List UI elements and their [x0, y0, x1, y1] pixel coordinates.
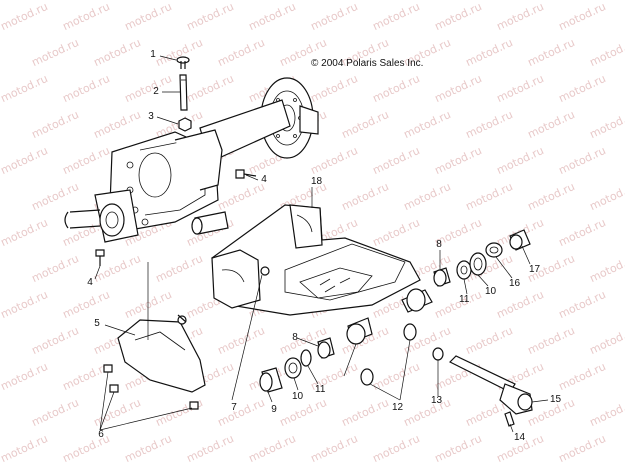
- callout-4-upper: 4: [261, 174, 267, 185]
- part-14-pin: [504, 411, 515, 427]
- callout-2: 2: [153, 86, 159, 97]
- callout-9: 9: [271, 404, 277, 415]
- leader-lines: [94, 55, 549, 433]
- callout-14: 14: [514, 432, 526, 443]
- callout-7: 7: [231, 402, 237, 413]
- callout-18: 18: [311, 176, 323, 187]
- part-6-screws: [103, 314, 199, 410]
- callout-8-lower: 8: [292, 332, 298, 343]
- callout-13: 13: [431, 395, 443, 406]
- part-10-bearing-upper: [469, 252, 487, 276]
- part-5-bracket: [117, 315, 206, 393]
- callout-10-lower: 10: [292, 391, 304, 402]
- callout-4-lower: 4: [87, 277, 93, 288]
- part-10-bearing-lower: [284, 357, 302, 379]
- callout-16: 16: [509, 278, 521, 289]
- callout-15: 15: [550, 394, 562, 405]
- callout-17: 17: [529, 264, 541, 275]
- part-11-washer-lower: [300, 349, 312, 367]
- part-15-driveshaft: [448, 355, 533, 415]
- part-4-bolt-lower: [95, 249, 105, 266]
- part-11-washer-upper: [456, 260, 472, 280]
- callout-1: 1: [150, 49, 156, 60]
- part-2-pin: [179, 74, 188, 111]
- part-9-pivot: [259, 367, 283, 393]
- callout-11-lower: 11: [315, 384, 326, 395]
- swingarm-frame: [211, 204, 433, 345]
- callout-3: 3: [148, 111, 154, 122]
- copyright-notice: © 2004 Polaris Sales Inc.: [311, 58, 424, 69]
- part-17-cap: [509, 229, 531, 251]
- callout-6: 6: [98, 429, 104, 440]
- callout-10-upper: 10: [485, 286, 497, 297]
- part-16-seal: [485, 242, 503, 258]
- part-12-orings: [360, 323, 417, 386]
- differential-housing: [64, 99, 291, 243]
- callout-12: 12: [392, 402, 404, 413]
- part-1-bolt: [176, 56, 190, 69]
- part-4-bolt-upper: [235, 169, 257, 179]
- part-8-bushing-upper: [433, 267, 451, 287]
- part-3-nut: [178, 117, 192, 132]
- part-8-bushing-lower: [317, 337, 335, 359]
- callout-5: 5: [94, 318, 100, 329]
- callout-11-upper: 11: [459, 294, 470, 305]
- part-13-ring: [432, 347, 444, 361]
- callout-8-upper: 8: [436, 239, 442, 250]
